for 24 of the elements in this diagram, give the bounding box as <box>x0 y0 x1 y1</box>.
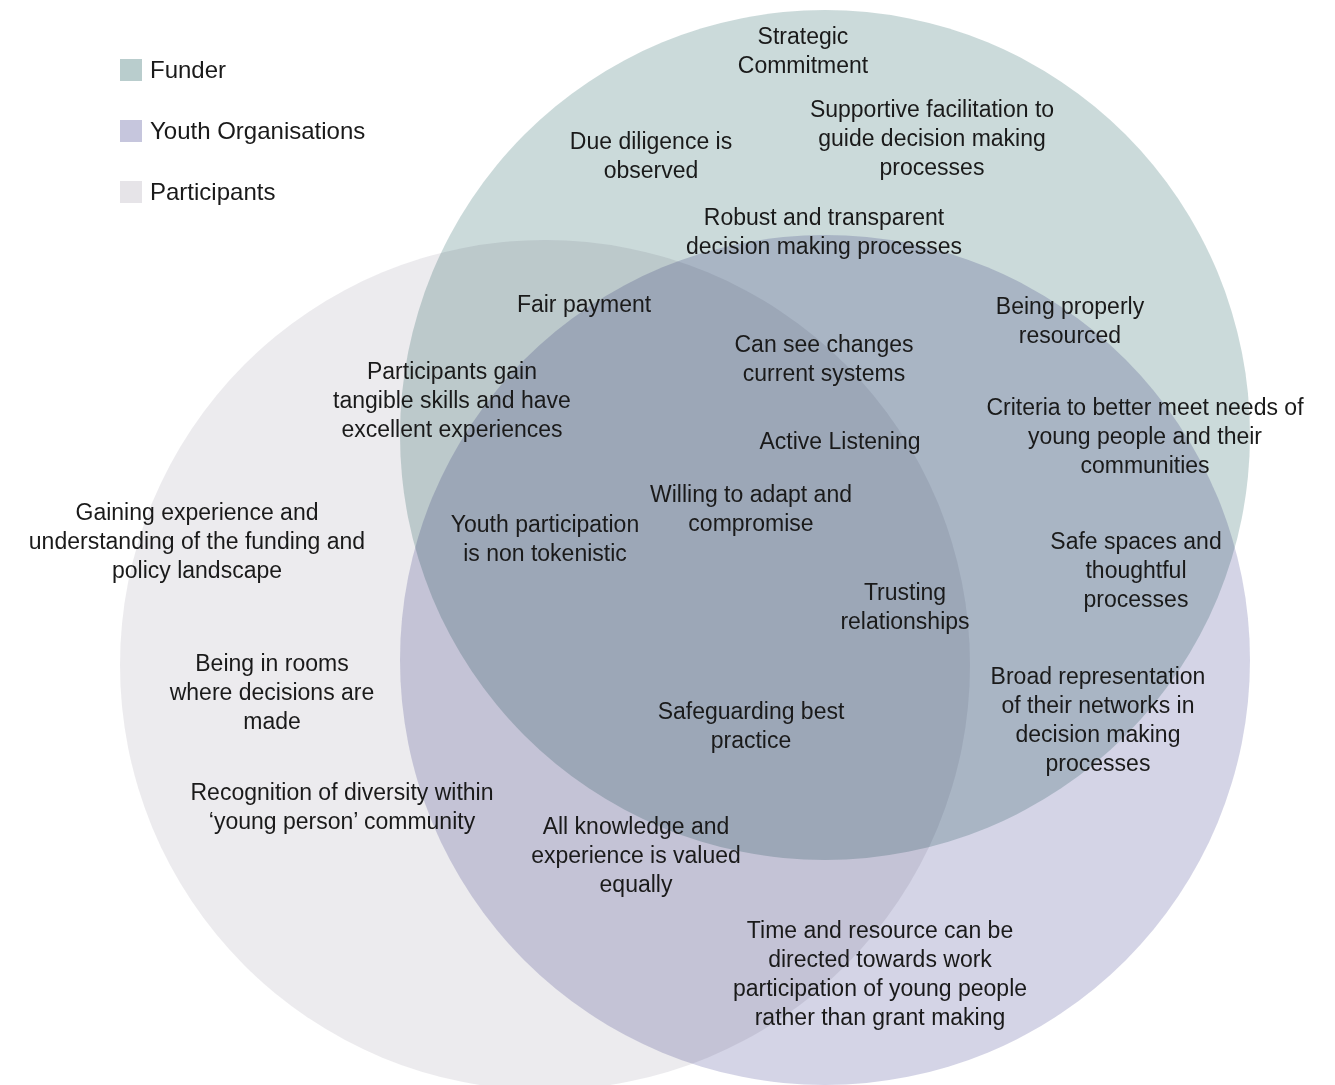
venn-region-text: Being properly resourced <box>994 292 1146 350</box>
venn-region-text: All knowledge and experience is valued equally <box>530 812 742 899</box>
venn-region-text: Time and resource can be directed towards work participation of young people rather than grant making <box>731 916 1029 1032</box>
legend-label: Funder <box>150 56 227 84</box>
venn-region-text: Broad representation of their networks in decision making processes <box>989 662 1207 778</box>
venn-region-text: Robust and transparent decision making processes <box>684 203 964 261</box>
legend-label: Participants <box>150 178 276 206</box>
venn-region-text: Fair payment <box>515 290 653 319</box>
venn-region-text: Supportive facilitation to guide decision making processes <box>808 95 1056 182</box>
venn-region-text: Strategic Commitment <box>736 22 870 80</box>
venn-region-text: Active Listening <box>758 427 922 456</box>
venn-region-text: Due diligence is observed <box>568 127 734 185</box>
venn-region-text: Being in rooms where decisions are made <box>168 649 376 736</box>
venn-region-text: Recognition of diversity within ‘young person’ community <box>189 778 495 836</box>
venn-region-text: Willing to adapt and compromise <box>649 480 853 538</box>
venn-region-text: Youth participation is non tokenistic <box>449 510 641 568</box>
venn-region-text: Trusting relationships <box>839 578 971 636</box>
venn-region-text: Safeguarding best practice <box>656 697 846 755</box>
venn-region-text: Criteria to better meet needs of young people and their communities <box>985 393 1305 480</box>
venn-region-text: Gaining experience and understanding of the funding and policy landscape <box>27 498 367 585</box>
legend-label: Youth Organisations <box>150 117 366 145</box>
venn-region-text: Participants gain tangible skills and have excellent experiences <box>332 357 572 444</box>
venn-region-text: Can see changes current systems <box>733 330 915 388</box>
venn-region-text: Safe spaces and thoughtful processes <box>1049 527 1223 614</box>
